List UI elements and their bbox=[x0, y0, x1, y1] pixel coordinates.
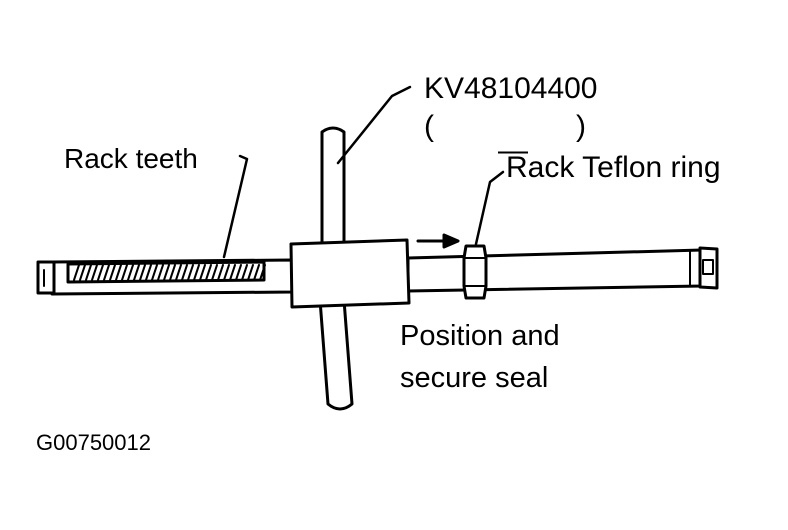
rack-tooth bbox=[235, 264, 242, 281]
rack-teflon-ring-label: Rack Teflon ring bbox=[506, 151, 721, 184]
rack-tooth bbox=[151, 264, 158, 281]
teflon-ring bbox=[462, 244, 488, 300]
rack-teeth-label: Rack teeth bbox=[64, 143, 198, 174]
rack-tooth bbox=[193, 264, 200, 281]
rack-tooth bbox=[199, 264, 206, 281]
rack-tooth bbox=[163, 264, 170, 281]
rack-tooth bbox=[103, 264, 110, 281]
rack-tooth bbox=[139, 264, 146, 281]
rack-tooth bbox=[121, 264, 128, 281]
rack-tooth bbox=[115, 264, 122, 281]
rack-tooth bbox=[97, 264, 104, 281]
rack-tooth bbox=[247, 264, 254, 281]
rack-tooth bbox=[223, 264, 230, 281]
rack-tooth bbox=[187, 264, 194, 281]
rack-tooth bbox=[241, 264, 248, 281]
rack-tooth bbox=[175, 264, 182, 281]
rack-tooth bbox=[259, 264, 266, 281]
rack-tooth bbox=[157, 264, 164, 281]
rack-tooth bbox=[211, 264, 218, 281]
figure-code: G00750012 bbox=[36, 430, 151, 455]
paren-open: ( bbox=[424, 110, 434, 143]
tool-body bbox=[289, 238, 411, 309]
rack-tooth bbox=[133, 264, 140, 281]
leader-lines bbox=[222, 85, 505, 259]
rack-shaft-right bbox=[406, 246, 719, 293]
direction-arrow bbox=[416, 233, 460, 249]
tool-number-label: KV48104400 bbox=[424, 72, 598, 105]
instruction-line-2: secure seal bbox=[400, 362, 549, 394]
rack-tooth bbox=[229, 264, 236, 281]
rack-tooth bbox=[253, 264, 260, 281]
rack-tooth bbox=[217, 264, 224, 281]
rack-tooth bbox=[73, 264, 80, 281]
instruction-line-1: Position and bbox=[400, 320, 560, 352]
rack-tooth bbox=[91, 264, 98, 281]
rack-tooth bbox=[79, 264, 86, 281]
rack-tooth bbox=[205, 264, 212, 281]
rack-tooth bbox=[85, 264, 92, 281]
rack-tooth bbox=[127, 264, 134, 281]
rack-tooth bbox=[145, 264, 152, 281]
rack-tooth bbox=[181, 264, 188, 281]
paren-dash: — bbox=[498, 134, 528, 167]
tool-handle bbox=[318, 126, 354, 411]
rack-tooth bbox=[169, 264, 176, 281]
rack-tooth bbox=[109, 264, 116, 281]
rack-teeth-area bbox=[66, 260, 266, 284]
paren-close: ) bbox=[576, 110, 586, 143]
tool-alt-number-label: ( —) bbox=[424, 110, 586, 166]
